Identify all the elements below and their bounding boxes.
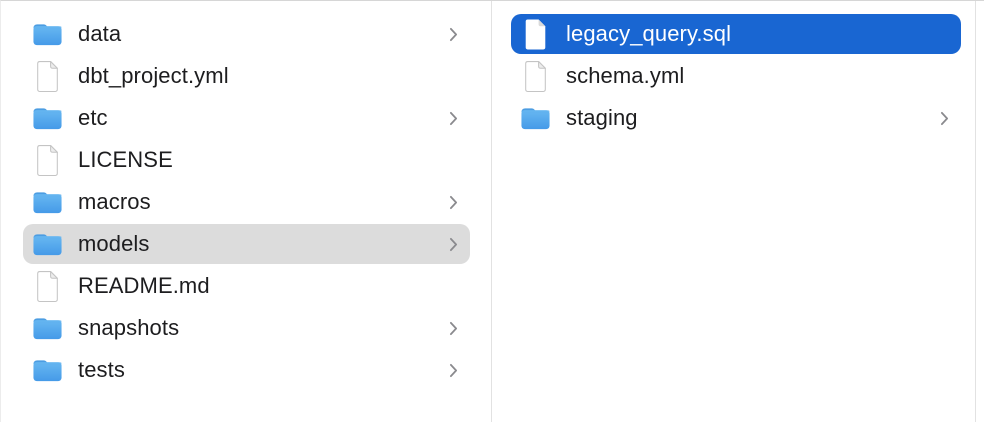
file-row-legacy-query-sql[interactable]: legacy_query.sql — [511, 14, 961, 54]
folder-icon — [31, 185, 63, 219]
chevron-right-icon — [448, 320, 458, 336]
file-name-label: etc — [78, 105, 108, 130]
file-row-staging[interactable]: staging — [511, 98, 961, 138]
folder-icon — [31, 353, 63, 387]
folder-icon — [31, 101, 63, 135]
chevron-right-icon — [448, 110, 458, 126]
file-row-tests[interactable]: tests — [23, 350, 470, 390]
file-name-label: macros — [78, 189, 151, 214]
file-name-label: data — [78, 21, 122, 46]
blank-document-icon — [519, 17, 551, 51]
file-column-right: legacy_query.sql schema.yml staging — [492, 1, 975, 422]
file-name-label: tests — [78, 357, 125, 382]
chevron-right-icon — [448, 236, 458, 252]
file-row-data[interactable]: data — [23, 14, 470, 54]
blank-document-icon — [519, 59, 551, 93]
chevron-right-icon — [939, 110, 949, 126]
folder-icon — [31, 311, 63, 345]
file-name-label: staging — [566, 105, 638, 130]
file-name-label: models — [78, 231, 150, 256]
file-row-etc[interactable]: etc — [23, 98, 470, 138]
chevron-right-icon — [448, 362, 458, 378]
file-row-dbt-project-yml[interactable]: dbt_project.yml — [23, 56, 470, 96]
file-name-label: dbt_project.yml — [78, 63, 229, 88]
file-row-readme-md[interactable]: README.md — [23, 266, 470, 306]
file-row-models[interactable]: models — [23, 224, 470, 264]
file-name-label: LICENSE — [78, 147, 173, 172]
folder-icon — [31, 227, 63, 261]
file-name-label: snapshots — [78, 315, 180, 340]
file-column-left: data dbt_project.yml etc LICENSE mac — [1, 1, 491, 422]
file-name-label: README.md — [78, 273, 210, 298]
next-column-gutter — [976, 1, 984, 422]
file-row-license[interactable]: LICENSE — [23, 140, 470, 180]
folder-icon — [519, 101, 551, 135]
file-row-schema-yml[interactable]: schema.yml — [511, 56, 961, 96]
column-resize-divider[interactable] — [491, 1, 492, 422]
chevron-right-icon — [448, 194, 458, 210]
file-row-snapshots[interactable]: snapshots — [23, 308, 470, 348]
folder-icon — [31, 17, 63, 51]
blank-document-icon — [31, 59, 63, 93]
file-name-label: legacy_query.sql — [566, 21, 732, 46]
file-name-label: schema.yml — [566, 63, 685, 88]
blank-document-icon — [31, 269, 63, 303]
column-resize-divider[interactable] — [975, 1, 976, 422]
blank-document-icon — [31, 143, 63, 177]
chevron-right-icon — [448, 26, 458, 42]
file-row-macros[interactable]: macros — [23, 182, 470, 222]
